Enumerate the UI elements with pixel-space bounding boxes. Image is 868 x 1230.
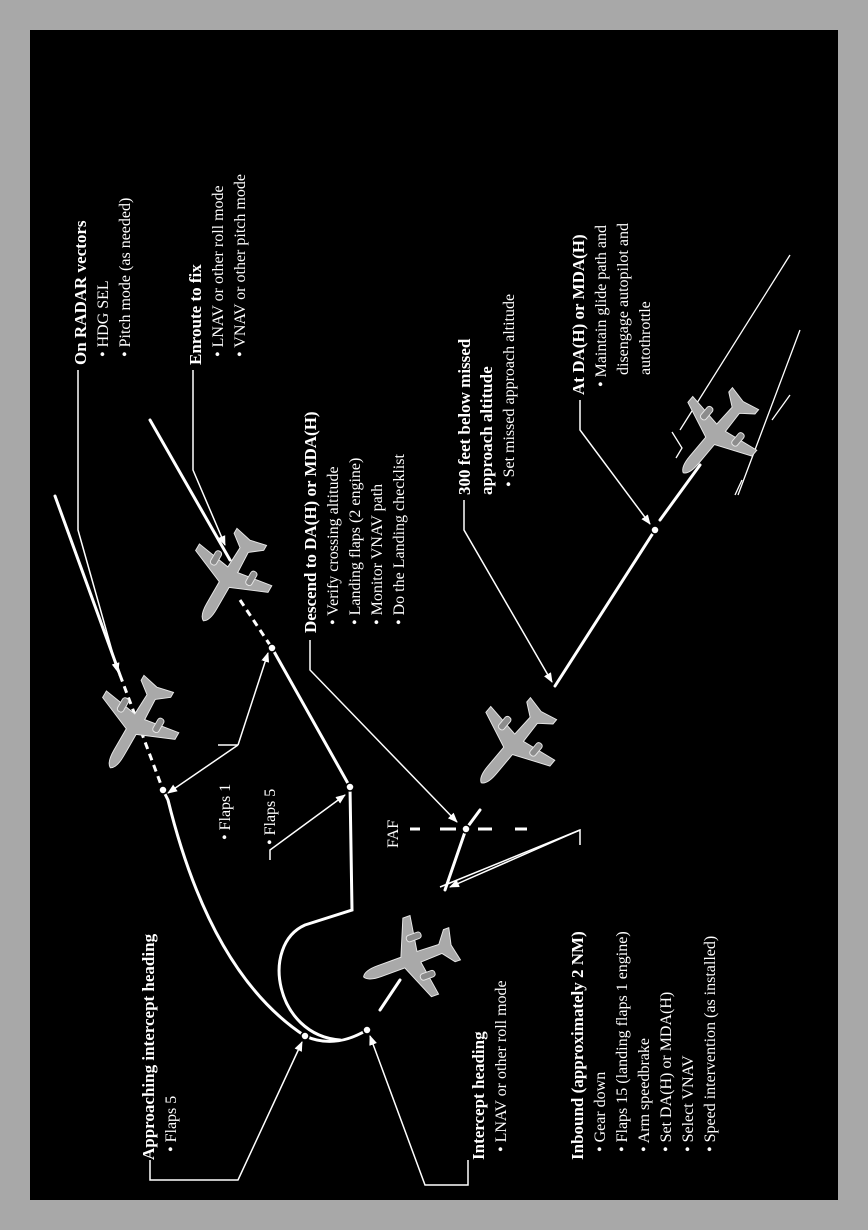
airplane-icon [349,904,469,1016]
label-inbound-item: • Set DA(H) or MDA(H) [658,992,675,1152]
label-descend: Descend to DA(H) or MDA(H) • Verify cros… [301,411,408,633]
label-inbound-item: • Select VNAV [680,1055,697,1152]
airplane-icon [167,516,288,642]
airplane-icon [449,682,575,810]
label-radar: On RADAR vectors • HDG SEL • Pitch mode … [71,198,134,365]
label-intercept: Intercept heading • LNAV or other roll m… [469,980,510,1160]
label-intercept-title: Intercept heading [469,1031,488,1160]
airplane-icon [651,372,777,500]
label-inbound-title: Inbound (approximately 2 NM) [568,931,587,1160]
label-approaching: Approaching intercept heading • Flaps 5 [139,933,180,1160]
label-inbound-item: • Arm speedbrake [636,1038,653,1152]
label-intercept-item: • LNAV or other roll mode [493,980,510,1152]
label-flaps5-text: • Flaps 5 [262,789,279,845]
label-radar-item: • HDG SEL [95,280,112,357]
leader-lines [78,370,650,1185]
label-inbound: Inbound (approximately 2 NM) • Gear down… [568,931,719,1160]
label-descend-item: • Landing flaps (2 engine) [347,458,364,625]
label-enroute-item: • LNAV or other roll mode [210,185,227,357]
radar-vector-path [55,496,120,675]
label-flaps1: • Flaps 1 [217,784,234,840]
label-faf: FAF [385,820,402,848]
label-radar-item: • Pitch mode (as needed) [117,198,134,357]
final-approach-path-2 [555,530,655,686]
inbound-path [380,980,400,1010]
label-enroute-item: • VNAV or other pitch mode [232,174,249,357]
label-inbound-item: • Flaps 15 (landing flaps 1 engine) [614,931,631,1152]
label-flaps1-text: • Flaps 1 [217,784,234,840]
final-approach-path-3 [660,465,700,520]
label-da-item: autothrottle [637,301,654,375]
label-faf-text: FAF [385,820,402,848]
label-descend-title: Descend to DA(H) or MDA(H) [301,411,320,633]
label-da-item: • Maintain glide path and [593,225,610,387]
label-missed-item: • Set missed approach altitude [501,294,518,487]
label-enroute: Enroute to fix • LNAV or other roll mode… [186,174,249,365]
label-da: At DA(H) or MDA(H) • Maintain glide path… [569,223,654,395]
label-descend-item: • Monitor VNAV path [369,484,386,625]
label-missed-title-2: approach altitude [477,366,496,495]
label-da-title: At DA(H) or MDA(H) [569,234,588,395]
enroute-path [150,420,230,560]
label-descend-item: • Do the Landing checklist [391,454,408,625]
label-flaps5: • Flaps 5 [262,789,279,845]
airplane-icon [74,663,195,789]
label-approaching-item: • Flaps 5 [163,1096,180,1152]
label-da-item: disengage autopilot and [615,223,632,375]
label-missed-title: 300 feet below missed [455,338,474,495]
label-radar-title: On RADAR vectors [71,220,90,365]
label-enroute-title: Enroute to fix [186,264,205,365]
enroute-path-2 [272,648,352,1040]
dashed-segment [240,600,272,648]
label-inbound-item: • Gear down [592,1072,609,1152]
label-approaching-title: Approaching intercept heading [139,933,158,1160]
label-missed: 300 feet below missed approach altitude … [455,294,518,495]
label-inbound-item: • Speed intervention (as installed) [702,936,719,1152]
label-descend-item: • Verify crossing altitude [325,466,342,625]
